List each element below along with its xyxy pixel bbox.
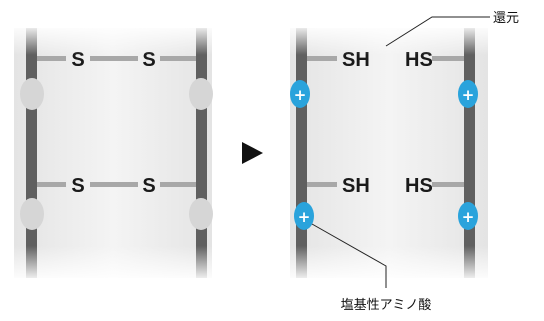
reduction-label: 還元 [493, 11, 519, 26]
fade-overlay [10, 24, 216, 282]
leader-line [385, 16, 490, 47]
reduction-callout: 還元 [385, 11, 519, 47]
basic-amino-acid-callout: 塩基性アミノ酸 [311, 223, 432, 313]
left-panel: S S S S [10, 24, 216, 282]
fade-overlay [286, 24, 492, 282]
right-panel: SH HS SH HS + + + + [286, 24, 492, 282]
basic-amino-acid-label: 塩基性アミノ酸 [341, 298, 432, 313]
right-triangle-arrow-icon [242, 142, 263, 164]
leader-line [311, 223, 387, 288]
